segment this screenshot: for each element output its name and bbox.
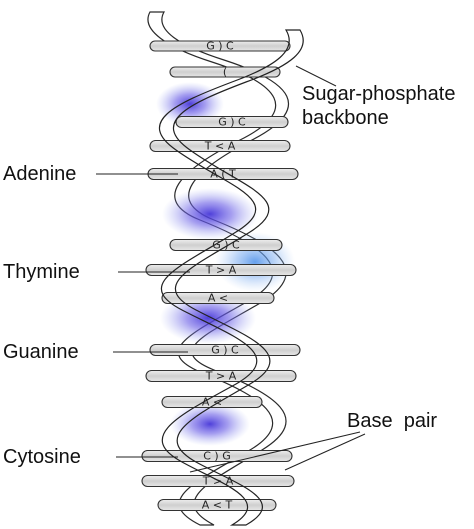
base-pair-rung: [149, 139, 291, 153]
base-pair-text: G ) C: [211, 344, 239, 357]
base-pair-text: T < A: [204, 140, 236, 153]
base-pair-text: A ( T: [210, 168, 236, 181]
leader-base-pair-1: [189, 431, 361, 473]
backbone-label-line2: backbone: [302, 107, 389, 129]
base-pair-text: G ) C: [218, 116, 246, 129]
leader-lines: [96, 65, 366, 473]
base-pair-rung: [141, 449, 293, 463]
base-pair-text: T > A: [205, 264, 237, 277]
base-pair-text: T > A: [202, 475, 234, 488]
thymine-label: Thymine: [3, 261, 80, 283]
base-pair-rung: [161, 395, 263, 409]
base-pair-text: T > A: [205, 370, 237, 383]
backbone-label-line1: Sugar-phosphate: [302, 83, 455, 105]
leader-base-pair-2: [284, 433, 366, 471]
guanine-label: Guanine: [3, 341, 79, 363]
base-pair-text: C ) G: [203, 450, 231, 463]
base-pair-rung: [161, 291, 275, 305]
backbone-strand-front: [158, 29, 304, 526]
base-pair-rungs: G ) C(G ) CT < AA ( TG ) CT > AA <G ) CT…: [141, 40, 301, 512]
adenine-label: Adenine: [3, 163, 76, 185]
base-pair-rung: [175, 115, 289, 129]
base-pair-label: Base pair: [347, 410, 437, 432]
base-pair-rung: [169, 66, 281, 78]
leader-backbone: [295, 65, 337, 87]
base-pair-text: A <: [208, 292, 228, 305]
base-pair-rung: [149, 40, 291, 52]
base-pair-text: A < T: [202, 499, 233, 512]
base-pair-rung: [169, 238, 283, 252]
cytosine-label: Cytosine: [3, 446, 81, 468]
base-pair-rung: [145, 263, 297, 277]
base-pair-text: A <: [202, 396, 222, 409]
base-pair-text: G ) C: [206, 40, 234, 53]
base-pair-text: (: [223, 66, 227, 79]
